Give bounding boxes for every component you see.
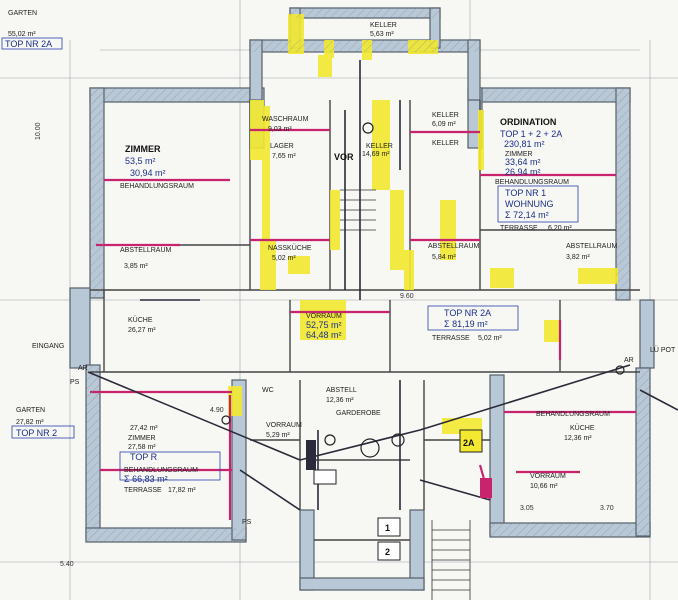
vorraum-right-label: VORRAUM <box>530 473 566 480</box>
keller-right-label: KELLER <box>432 112 459 119</box>
abstellraum-1-area: 5,84 m² <box>432 254 456 261</box>
ordination-area: 230,81 m² <box>504 139 545 149</box>
vor-label: VOR <box>334 152 354 162</box>
keller-mid-area: 14,69 m² <box>362 151 390 158</box>
terrasse-left-label: TERRASSE <box>124 487 162 494</box>
vorraum-center-area: 52,75 m² <box>306 320 342 330</box>
vorraum-right-area: 10,66 m² <box>530 483 558 490</box>
kueche-right-area: 12,36 m² <box>564 435 592 442</box>
zimmer-label: ZIMMER <box>125 144 161 154</box>
zimmer-area-2: 30,94 m² <box>130 168 166 178</box>
keller-mid2-label: KELLER <box>432 140 459 147</box>
top-r-lower: TOP R <box>130 452 158 462</box>
keller-right-area: 6,09 m² <box>432 121 456 128</box>
ps-left: PS <box>70 379 80 386</box>
marker-1: 1 <box>385 523 390 533</box>
wall-hatching <box>86 8 650 542</box>
dim-370: 3.70 <box>600 505 614 512</box>
vorraum-center-area-2: 64,48 m² <box>306 330 342 340</box>
wohnung-area: Σ 72,14 m² <box>505 210 549 220</box>
dim-960: 9.60 <box>400 293 414 300</box>
zimmer-right-area-2: 26,94 m² <box>505 167 541 177</box>
terrasse-right-label: TERRASSE <box>500 225 538 232</box>
terrasse-right-area: 6,20 m² <box>548 225 572 232</box>
zimmer-lower-label: ZIMMER <box>128 435 156 442</box>
kueche-left-label: KÜCHE <box>128 316 153 324</box>
dim-1000: 10.00 <box>35 122 42 140</box>
abstellraum-2-area: 3,82 m² <box>566 254 590 261</box>
nasskueche-area: 5,02 m² <box>272 255 296 262</box>
dim-490: 4.90 <box>210 407 224 414</box>
lager-area: 7,65 m² <box>272 153 296 160</box>
waschraum-label: WASCHRAUM <box>262 116 309 123</box>
vorraum-left-label: VORRAUM <box>266 422 302 429</box>
terrasse-center-area: 5,02 m² <box>478 335 502 342</box>
nasskueche-label: NASSKÜCHE <box>268 244 312 252</box>
keller-top-label: KELLER <box>370 22 397 29</box>
kueche-left-area: 26,27 m² <box>128 327 156 334</box>
plan-labels: GARTEN 55,02 m² TOP NR 2A GARTEN 27,82 m… <box>1 10 676 568</box>
lager-label: LAGER <box>270 143 294 150</box>
abstell-center-area: 12,36 m² <box>326 397 354 404</box>
ordination-top: TOP 1 + 2 + 2A <box>500 129 562 139</box>
terrasse-left-area: 17,82 m² <box>168 487 196 494</box>
zimmer-lower-area: 27,42 m² <box>130 425 158 432</box>
behandlungsraum-1: BEHANDLUNGSRAUM <box>120 183 194 190</box>
ps-lower: PS <box>242 519 252 526</box>
abstellraum-2-label: ABSTELLRAUM <box>566 243 618 250</box>
zimmer-right-area: 33,64 m² <box>505 157 541 167</box>
top-nr-2-label: TOP NR 2 <box>16 428 57 438</box>
vorraum-center-label: VORRAUM <box>306 313 342 320</box>
wc-label: WC <box>262 387 274 394</box>
stairs <box>340 189 471 600</box>
dim-305: 3.05 <box>520 505 534 512</box>
top-nr-2a-center-area: Σ 81,19 m² <box>444 319 488 329</box>
garten-left-label: GARTEN <box>16 407 45 414</box>
circle-markers <box>221 122 625 458</box>
yellow-wall-highlights <box>228 14 618 434</box>
abstellraum-1-label: ABSTELLRAUM <box>428 243 480 250</box>
lower-sum: Σ 66,83 m² <box>124 474 168 484</box>
lue-right: LÜ POT <box>650 346 676 354</box>
dim-540: 5.40 <box>60 561 74 568</box>
garten-left-area: 27,82 m² <box>16 419 44 426</box>
top-nr-2a-label: TOP NR 2A <box>5 39 52 49</box>
zimmer-right-label: ZIMMER <box>505 151 533 158</box>
routing-lines <box>87 60 678 511</box>
magenta-wall-lines <box>90 128 636 520</box>
kueche-right-label: KÜCHE <box>570 424 595 432</box>
zimmer-area-1: 53,5 m² <box>125 156 156 166</box>
abstell-left-label: ABSTELLRAUM <box>120 247 172 254</box>
terrasse-center-label: TERRASSE <box>432 335 470 342</box>
ar-right: AR <box>624 357 634 364</box>
top-nr-1-label: TOP NR 1 <box>505 188 546 198</box>
marker-blocks <box>306 429 492 561</box>
behandlungsraum-left: BEHANDLUNGSRAUM <box>124 467 198 474</box>
behandlungsraum-lower-right: BEHANDLUNGSRAUM <box>536 411 610 418</box>
keller-top-area: 5,63 m² <box>370 31 394 38</box>
ordination-label: ORDINATION <box>500 117 556 127</box>
behandlungsraum-right: BEHANDLUNGSRAUM <box>495 179 569 186</box>
wohnung-label: WOHNUNG <box>505 199 554 209</box>
vorraum-left-area: 5,29 m² <box>266 432 290 439</box>
marker-2a: 2A <box>463 438 475 448</box>
top-nr-2a-center: TOP NR 2A <box>444 308 491 318</box>
waschraum-area: 9,03 m² <box>268 126 292 133</box>
garten-top-label: GARTEN <box>8 10 37 17</box>
garten-top-area: 55,02 m² <box>8 31 36 38</box>
eingang-label: EINGANG <box>32 343 64 350</box>
marker-2: 2 <box>385 547 390 557</box>
keller-mid-label: KELLER <box>366 143 393 150</box>
abstell-left-area: 3,85 m² <box>124 263 148 270</box>
ar-left: AR <box>78 365 88 372</box>
garderobe-label: GARDEROBE <box>336 410 381 417</box>
abstell-center-label: ABSTELL <box>326 387 357 394</box>
zimmer-lower-area-2: 27,58 m² <box>128 444 156 451</box>
